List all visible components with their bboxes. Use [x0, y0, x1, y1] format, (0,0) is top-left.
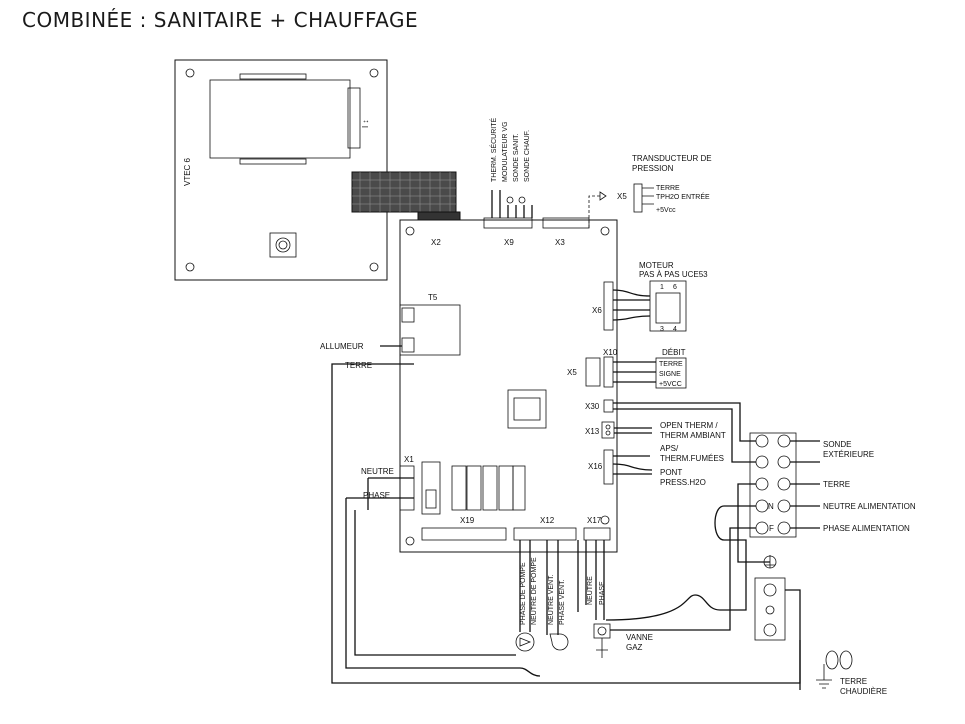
connector-x10: X10 [603, 348, 618, 357]
label-vanne-2: GAZ [626, 643, 643, 652]
display-board: VTEC 6 I ↕ [174, 59, 388, 281]
label-terre-left: TERRE [345, 361, 372, 370]
label-pont-2: PRESS.H2O [660, 478, 706, 487]
terminal-block: N F SONDE EXTÉRIEURE TERRE NEUTRE ALIMEN… [613, 402, 916, 538]
label-debit-5vcc: +5VCC [659, 381, 682, 388]
connector-x9: X9 [504, 238, 514, 247]
label-pont-1: PONT [660, 468, 682, 477]
connector-x6: X6 [592, 306, 602, 315]
label-neutre: NEUTRE [361, 467, 394, 476]
label-therm-securite: THERM. SÉCURITÉ [489, 118, 498, 183]
top-sensor-wires: THERM. SÉCURITÉ MODULATEUR VG SONDE SANI… [489, 118, 533, 218]
pressure-transducer: X5 TRANSDUCTEUR DE PRESSION TERRE TPH2O … [588, 154, 712, 228]
connector-x1: X1 [404, 455, 414, 464]
chassis-earth: TERRE CHAUDIÈRE [799, 650, 887, 696]
label-sonde-chauf: SONDE CHAUF. [524, 130, 531, 182]
label-terminal-n: N [768, 502, 774, 511]
label-transducteur-1: TRANSDUCTEUR DE [632, 154, 712, 163]
aux-inputs: OPEN THERM / THERM AMBIANT APS/ THERM.FU… [612, 421, 726, 487]
connector-x30: X30 [585, 402, 600, 411]
label-open-therm-2: THERM AMBIANT [660, 431, 726, 440]
label-sonde-ext-2: EXTÉRIEURE [823, 450, 874, 459]
gas-valve-icon: VANNE GAZ [593, 540, 653, 658]
connector-x5-top: X5 [617, 192, 627, 201]
label-debit: DÉBIT [662, 348, 686, 357]
display-board-symbol: I ↕ [361, 120, 370, 128]
label-sonde-sanit: SONDE SANIT. [513, 133, 520, 182]
label-debit-terre: TERRE [659, 361, 683, 368]
label-pin-3: 3 [660, 326, 664, 333]
connector-x16: X16 [588, 462, 603, 471]
connector-x12: X12 [540, 516, 555, 525]
label-transducteur-2: PRESSION [632, 164, 674, 173]
label-pin-6: 6 [673, 284, 677, 291]
label-debit-signe: SIGNE [659, 371, 681, 378]
label-terminal-terre: TERRE [823, 480, 850, 489]
transformer-t5: T5 [428, 293, 438, 302]
label-open-therm-1: OPEN THERM / [660, 421, 718, 430]
label-modulateur-vg: MODULATEUR VG [502, 121, 509, 182]
pump-icon [515, 632, 535, 652]
label-transducteur-terre: TERRE [656, 185, 680, 192]
label-moteur-1: MOTEUR [639, 261, 674, 270]
fan-icon [549, 633, 569, 651]
label-terminal-f: F [769, 524, 774, 533]
label-neutre-alimentation: NEUTRE ALIMENTATION [823, 502, 916, 511]
ground-block [754, 555, 786, 641]
label-moteur-2: PAS À PAS UCE53 [639, 270, 708, 279]
label-phase: PHASE [363, 491, 390, 500]
label-terre-chaudiere-1: TERRE [840, 677, 867, 686]
display-board-label: VTEC 6 [183, 157, 192, 186]
diagram-title: COMBINÉE : SANITAIRE + CHAUFFAGE [22, 8, 419, 32]
label-aps-1: APS/ [660, 444, 679, 453]
flow-sensor: DÉBIT TERRE SIGNE +5VCC [613, 348, 687, 389]
connector-x2: X2 [431, 238, 441, 247]
label-phase-alimentation: PHASE ALIMENTATION [823, 524, 910, 533]
label-plus5vcc: +5Vcc [656, 207, 676, 214]
label-neutre-vent: NEUTRE VENT. [548, 574, 555, 625]
connector-x5: X5 [567, 368, 577, 377]
label-phase-vent: PHASE VENT. [559, 579, 566, 625]
label-phase-pompe: PHASE DE POMPE [520, 562, 527, 625]
connector-x19: X19 [460, 516, 475, 525]
label-terre-chaudiere-2: CHAUDIÈRE [840, 687, 887, 696]
label-vanne-1: VANNE [626, 633, 653, 642]
label-pin-4: 4 [673, 326, 677, 333]
label-tph2o: TPH2O ENTRÉE [656, 192, 710, 201]
stepper-motor: MOTEUR PAS À PAS UCE53 1 6 3 4 [612, 261, 708, 333]
connector-x17: X17 [587, 516, 602, 525]
connector-x13: X13 [585, 427, 600, 436]
label-neutre-pompe: NEUTRE DE POMPE [531, 557, 538, 625]
label-neutre-x17: NEUTRE [587, 576, 594, 605]
label-allumeur: ALLUMEUR [320, 342, 364, 351]
label-sonde-ext-1: SONDE [823, 440, 851, 449]
label-pin-1: 1 [660, 284, 664, 291]
connector-x3: X3 [555, 238, 565, 247]
main-board: X2 X9 X3 T5 X6 X5 X10 X30 X13 X16 [399, 217, 618, 553]
power-wires: NEUTRE PHASE TERRE ALLUMEUR PHASE DE POM… [320, 342, 887, 696]
rotary-knob[interactable] [269, 232, 297, 258]
label-aps-2: THERM.FUMÉES [660, 454, 724, 463]
label-phase-x17: PHASE [599, 581, 606, 605]
